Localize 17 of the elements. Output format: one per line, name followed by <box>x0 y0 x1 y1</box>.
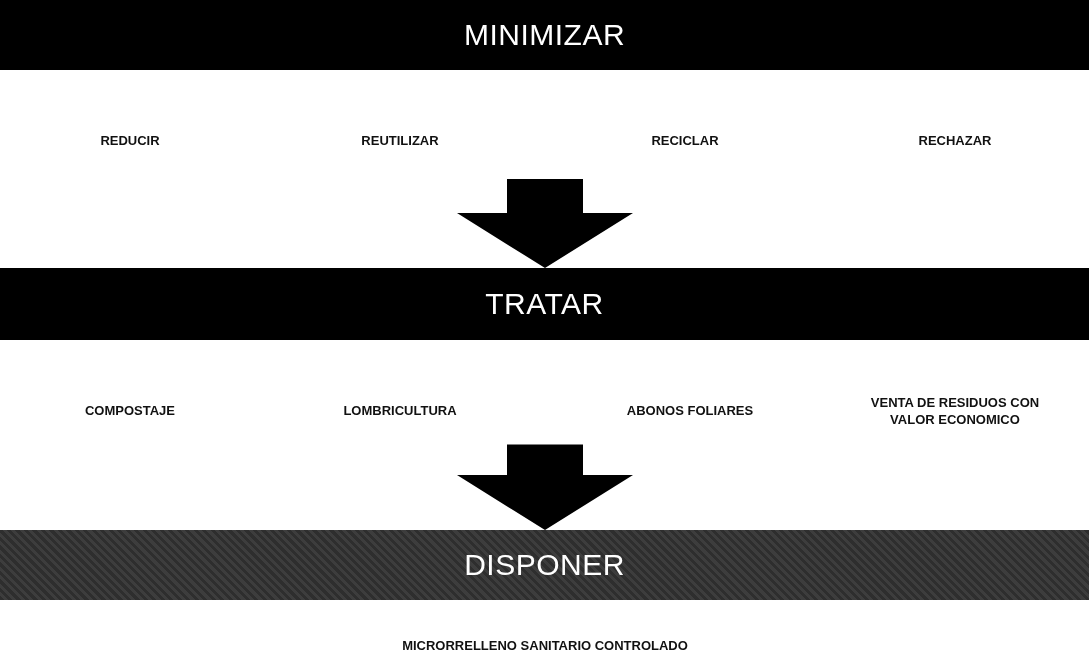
block-arrow <box>457 444 633 530</box>
bar-title: MINIMIZAR <box>463 18 626 52</box>
category-label: LOMBRICULTURA <box>342 403 458 420</box>
block-arrow <box>457 178 633 268</box>
heading-bar <box>0 0 1089 70</box>
category-label: MICRORRELLENO SANITARIO CONTROLADO <box>401 638 689 655</box>
category-label: COMPOSTAJE <box>83 403 177 420</box>
heading-bar <box>0 268 1089 340</box>
category-label: RECHAZAR <box>917 133 993 150</box>
heading-bar <box>0 530 1089 600</box>
category-label: ABONOS FOLIARES <box>625 403 755 420</box>
category-label: VENTA DE RESIDUOS CON VALOR ECONOMICO <box>869 395 1041 429</box>
category-label: REDUCIR <box>99 133 161 150</box>
bar-title: TRATAR <box>485 287 604 321</box>
bar-title: DISPONER <box>464 548 625 582</box>
category-label: RECICLAR <box>650 133 720 150</box>
category-label: REUTILIZAR <box>360 133 440 150</box>
